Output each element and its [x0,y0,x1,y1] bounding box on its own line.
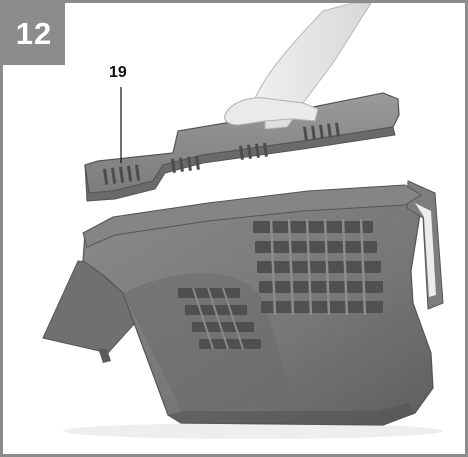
forearm [252,3,372,104]
grass-box-illustration [42,3,444,439]
housing-rim [82,184,422,248]
hand [224,97,319,126]
floor-shadow [63,423,443,439]
step-number-badge: 12 [3,3,65,65]
callout-label-19: 19 [109,64,127,81]
lid-slots [103,122,340,185]
